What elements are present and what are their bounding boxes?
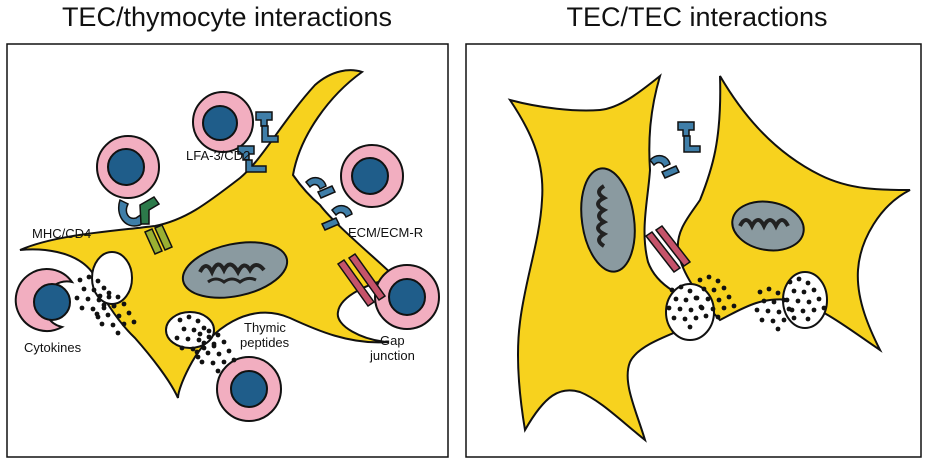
label-thymic: Thymic [244, 320, 286, 335]
gap-junction-icon [336, 252, 387, 308]
label-peptides: peptides [240, 335, 290, 350]
right-panel-frame [465, 43, 922, 458]
tec-nucleus-icon [731, 200, 805, 252]
label-mhc-cd4: MHC/CD4 [32, 226, 91, 241]
right-panel-title: TEC/TEC interactions [566, 2, 828, 32]
label-cytokines: Cytokines [24, 340, 82, 355]
thymocyte-icon [340, 144, 404, 208]
thymocyte-icon [14, 268, 75, 332]
ecm-icon [304, 176, 353, 231]
thymocyte-icon [192, 91, 254, 153]
adhesion-molecule-icon [237, 111, 279, 173]
label-gap: Gap [380, 333, 405, 348]
left-panel-title: TEC/thymocyte interactions [61, 2, 393, 32]
label-junction: junction [369, 348, 415, 363]
tec-nucleus-icon [580, 167, 636, 273]
left-panel-frame [6, 43, 449, 458]
tec-nucleus-icon [181, 241, 289, 299]
adhesion-molecule-icon [648, 121, 701, 179]
label-lfa3-cd2: LFA-3/CD2 [186, 148, 250, 163]
gap-junction-icon [644, 224, 692, 274]
thymocyte-icon [96, 135, 160, 199]
tec-cell [19, 69, 399, 399]
mhc-cd4-icon [118, 196, 173, 255]
thymocyte-icon [374, 264, 440, 330]
label-ecm-ecmr: ECM/ECM-R [348, 225, 423, 240]
thymocyte-icon [216, 356, 282, 422]
vesicle-icon [91, 251, 133, 305]
